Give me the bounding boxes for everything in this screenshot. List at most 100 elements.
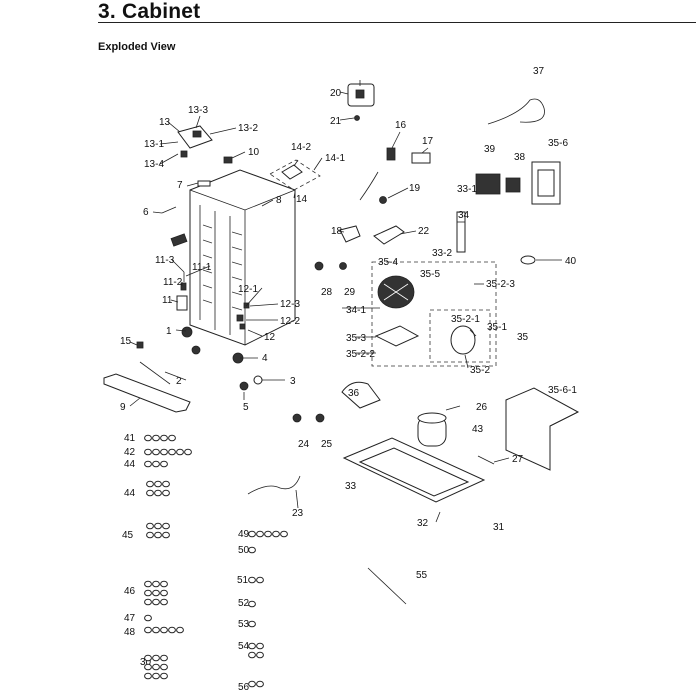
fastener-icon: [176, 448, 184, 456]
fastener-icon: [168, 626, 176, 634]
callout-37: 37: [533, 66, 545, 77]
callout-42: 42: [124, 447, 136, 458]
callout-17: 17: [422, 136, 434, 147]
leader-line: [170, 299, 179, 303]
fastener-icon: [248, 530, 256, 538]
callout-12: 12: [264, 332, 276, 343]
callout-29: 29: [344, 287, 356, 298]
callout-35-2-1: 35-2-1: [451, 314, 480, 325]
leader-line: [129, 341, 138, 346]
panel-37: [505, 387, 580, 471]
fastener-icon: [248, 620, 256, 628]
harness-39: [487, 98, 545, 125]
callout-13-3: 13-3: [188, 105, 208, 116]
leader-line: [167, 121, 181, 133]
fan-motor-35-6: [377, 275, 415, 309]
callout-49: 49: [238, 529, 250, 540]
callout-47: 47: [124, 613, 136, 624]
callout-34: 34: [458, 210, 470, 221]
callout-45: 45: [122, 530, 134, 541]
hinge-11-assembly: [176, 272, 188, 311]
callout-12-1: 12-1: [238, 284, 258, 295]
hose-19: [359, 171, 379, 201]
callout-12-3: 12-3: [280, 299, 300, 310]
washer-3: [253, 375, 263, 385]
fastener-icon: [152, 626, 160, 634]
fastener-icon: [248, 680, 256, 688]
fastener-icon: [162, 489, 170, 497]
callout-36: 36: [348, 388, 360, 399]
callout-35-2: 35-2: [470, 365, 490, 376]
fastener-icon: [152, 598, 160, 606]
fastener-icon: [176, 626, 184, 634]
fastener-icon: [144, 434, 152, 442]
leader-line: [295, 489, 299, 509]
damper-24: [373, 225, 405, 245]
callout-35-1: 35-1: [487, 322, 507, 333]
callout-13-2: 13-2: [238, 123, 258, 134]
callout-11-3: 11-3: [155, 255, 175, 266]
fastener-icon: [160, 434, 168, 442]
callout-35-6-1: 35-6-1: [548, 385, 577, 396]
callout-26: 26: [476, 402, 488, 413]
fastener-icon: [162, 522, 170, 530]
fastener-icon: [272, 530, 280, 538]
strip-56: [367, 567, 407, 605]
callout-44: 44: [124, 459, 136, 470]
part-15: [136, 341, 144, 349]
callout-1: 1: [166, 326, 172, 337]
fastener-icon: [160, 460, 168, 468]
callout-15: 15: [120, 336, 132, 347]
fan-35-2: [450, 325, 476, 355]
fastener-icon: [144, 626, 152, 634]
fastener-icon: [144, 598, 152, 606]
part-20: [379, 196, 387, 204]
section-title: 3. Cabinet: [98, 0, 201, 23]
leader-line: [175, 329, 187, 332]
cover-36: [531, 161, 561, 205]
fastener-icon: [160, 589, 168, 597]
fastener-icon: [256, 530, 264, 538]
callout-9: 9: [120, 402, 126, 413]
leader-line: [339, 91, 349, 95]
leveling-foot-5: [239, 381, 249, 391]
fastener-icon: [160, 598, 168, 606]
callout-32: 32: [417, 518, 429, 529]
leader-line: [399, 230, 417, 235]
callout-33: 33: [345, 481, 357, 492]
callout-52: 52: [238, 598, 250, 609]
leader-line: [261, 199, 274, 207]
leader-line: [171, 259, 185, 273]
leader-line: [249, 303, 279, 307]
callout-56: 56: [238, 682, 250, 693]
fastener-icon: [160, 448, 168, 456]
top-hinge-13: [177, 125, 213, 158]
base-plate: [103, 373, 191, 413]
fan-sub-35-2-frame: [429, 309, 491, 363]
callout-28: 28: [321, 287, 333, 298]
compressor-44: [417, 412, 447, 447]
part-38: [341, 381, 381, 409]
fastener-icon: [160, 672, 168, 680]
leader-line: [245, 287, 263, 307]
fastener-icon: [162, 531, 170, 539]
screw-6: [161, 206, 177, 214]
callout-12-2: 12-2: [280, 316, 300, 327]
base-plate-33: [342, 437, 486, 503]
part-drawings: [103, 80, 580, 605]
leader-line: [435, 511, 441, 523]
callout-35-5: 35-5: [420, 269, 440, 280]
callout-7: 7: [177, 180, 183, 191]
fastener-icon: [248, 642, 256, 650]
fastener-icon: [152, 580, 160, 588]
fastener-icon: [144, 654, 152, 662]
part-17: [411, 152, 431, 164]
callout-13: 13: [159, 117, 171, 128]
fastener-icon: [256, 576, 264, 584]
leader-line: [185, 265, 211, 277]
callout-48: 48: [124, 627, 136, 638]
callout-18: 18: [331, 226, 343, 237]
fastener-icon: [154, 480, 162, 488]
callout-11: 11: [162, 295, 173, 306]
leader-line: [159, 153, 179, 165]
